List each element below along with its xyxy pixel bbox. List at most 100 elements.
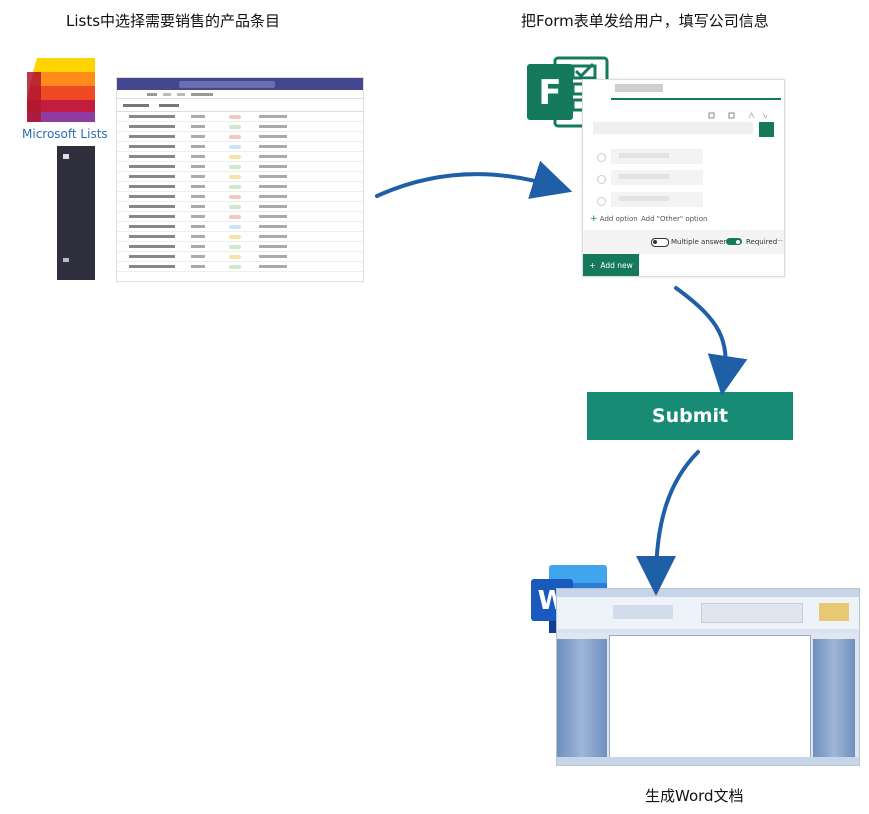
row-date-placeholder <box>191 235 205 238</box>
submit-step: Submit <box>587 392 793 440</box>
row-title-placeholder <box>129 205 175 208</box>
row-desc-placeholder <box>259 125 287 128</box>
question-title-placeholder <box>615 84 663 92</box>
status-pill <box>229 264 241 269</box>
word-ribbon <box>557 597 859 630</box>
status-pill <box>229 154 241 159</box>
row-title-placeholder <box>129 195 175 198</box>
row-desc-placeholder <box>259 165 287 168</box>
required-toggle[interactable] <box>726 238 742 245</box>
teams-side-rail <box>57 146 95 280</box>
svg-text:F: F <box>538 73 561 113</box>
microsoft-lists-logo <box>27 58 97 124</box>
status-pill <box>229 184 241 189</box>
lists-screenshot <box>116 77 364 282</box>
plus-icon: + <box>589 260 601 270</box>
status-pill <box>229 114 241 119</box>
arrow-lists-to-forms <box>375 160 573 199</box>
radio-icon <box>597 153 606 162</box>
list-row[interactable] <box>117 152 363 162</box>
status-pill <box>229 224 241 229</box>
image-insert-icon[interactable] <box>759 122 774 137</box>
list-row[interactable] <box>117 182 363 192</box>
option-placeholder <box>619 174 669 179</box>
status-pill <box>229 234 241 239</box>
radio-icon <box>597 175 606 184</box>
list-row[interactable] <box>117 192 363 202</box>
row-desc-placeholder <box>259 255 287 258</box>
row-desc-placeholder <box>259 225 287 228</box>
question-input <box>593 122 753 134</box>
row-title-placeholder <box>129 115 175 118</box>
add-option-button[interactable]: + Add option <box>590 214 638 224</box>
row-date-placeholder <box>191 215 205 218</box>
list-row[interactable] <box>117 232 363 242</box>
row-title-placeholder <box>129 255 175 258</box>
row-date-placeholder <box>191 225 205 228</box>
status-pill <box>229 244 241 249</box>
list-row[interactable] <box>117 132 363 142</box>
status-pill <box>229 254 241 259</box>
row-date-placeholder <box>191 155 205 158</box>
caption-word: 生成Word文档 <box>645 787 744 805</box>
row-desc-placeholder <box>259 185 287 188</box>
row-desc-placeholder <box>259 155 287 158</box>
add-other-option-button[interactable]: Add "Other" option <box>641 215 708 223</box>
row-date-placeholder <box>191 135 205 138</box>
row-title-placeholder <box>129 245 175 248</box>
multiple-answers-label: Multiple answers <box>671 238 730 246</box>
lists-tabs <box>117 90 363 99</box>
row-date-placeholder <box>191 115 205 118</box>
status-pill <box>229 204 241 209</box>
row-title-placeholder <box>129 145 175 148</box>
list-row[interactable] <box>117 262 363 272</box>
status-pill <box>229 214 241 219</box>
list-row[interactable] <box>117 202 363 212</box>
row-desc-placeholder <box>259 215 287 218</box>
list-row[interactable] <box>117 172 363 182</box>
add-new-label: Add new <box>600 260 633 270</box>
list-row[interactable] <box>117 252 363 262</box>
row-date-placeholder <box>191 175 205 178</box>
row-title-placeholder <box>129 175 175 178</box>
forms-question-card: + Add option Add "Other" option Multiple… <box>582 79 785 277</box>
status-pill <box>229 164 241 169</box>
multiple-answers-toggle[interactable] <box>651 238 669 247</box>
row-title-placeholder <box>129 265 175 268</box>
more-options-icon[interactable]: ⋯ <box>775 236 783 245</box>
list-row[interactable] <box>117 242 363 252</box>
row-date-placeholder <box>191 255 205 258</box>
row-desc-placeholder <box>259 205 287 208</box>
list-row[interactable] <box>117 142 363 152</box>
plus-icon: + <box>590 214 598 224</box>
lists-titlebar <box>117 78 363 90</box>
row-desc-placeholder <box>259 145 287 148</box>
row-date-placeholder <box>191 245 205 248</box>
list-row[interactable] <box>117 222 363 232</box>
word-screenshot <box>556 588 860 766</box>
list-row[interactable] <box>117 162 363 172</box>
lists-table <box>117 112 363 272</box>
add-option-label: Add option <box>599 215 638 223</box>
row-date-placeholder <box>191 165 205 168</box>
list-row[interactable] <box>117 112 363 122</box>
row-title-placeholder <box>129 125 175 128</box>
row-date-placeholder <box>191 145 205 148</box>
row-title-placeholder <box>129 165 175 168</box>
status-pill <box>229 144 241 149</box>
list-row[interactable] <box>117 122 363 132</box>
row-date-placeholder <box>191 205 205 208</box>
row-date-placeholder <box>191 195 205 198</box>
lists-toolbar <box>117 99 363 112</box>
row-desc-placeholder <box>259 245 287 248</box>
option-placeholder <box>619 153 669 158</box>
list-row[interactable] <box>117 212 363 222</box>
add-new-button[interactable]: + Add new <box>583 254 639 276</box>
required-label: Required <box>746 238 778 246</box>
row-date-placeholder <box>191 125 205 128</box>
option-placeholder <box>619 196 669 201</box>
word-statusbar <box>557 757 859 765</box>
word-ruler <box>557 629 859 633</box>
row-title-placeholder <box>129 235 175 238</box>
